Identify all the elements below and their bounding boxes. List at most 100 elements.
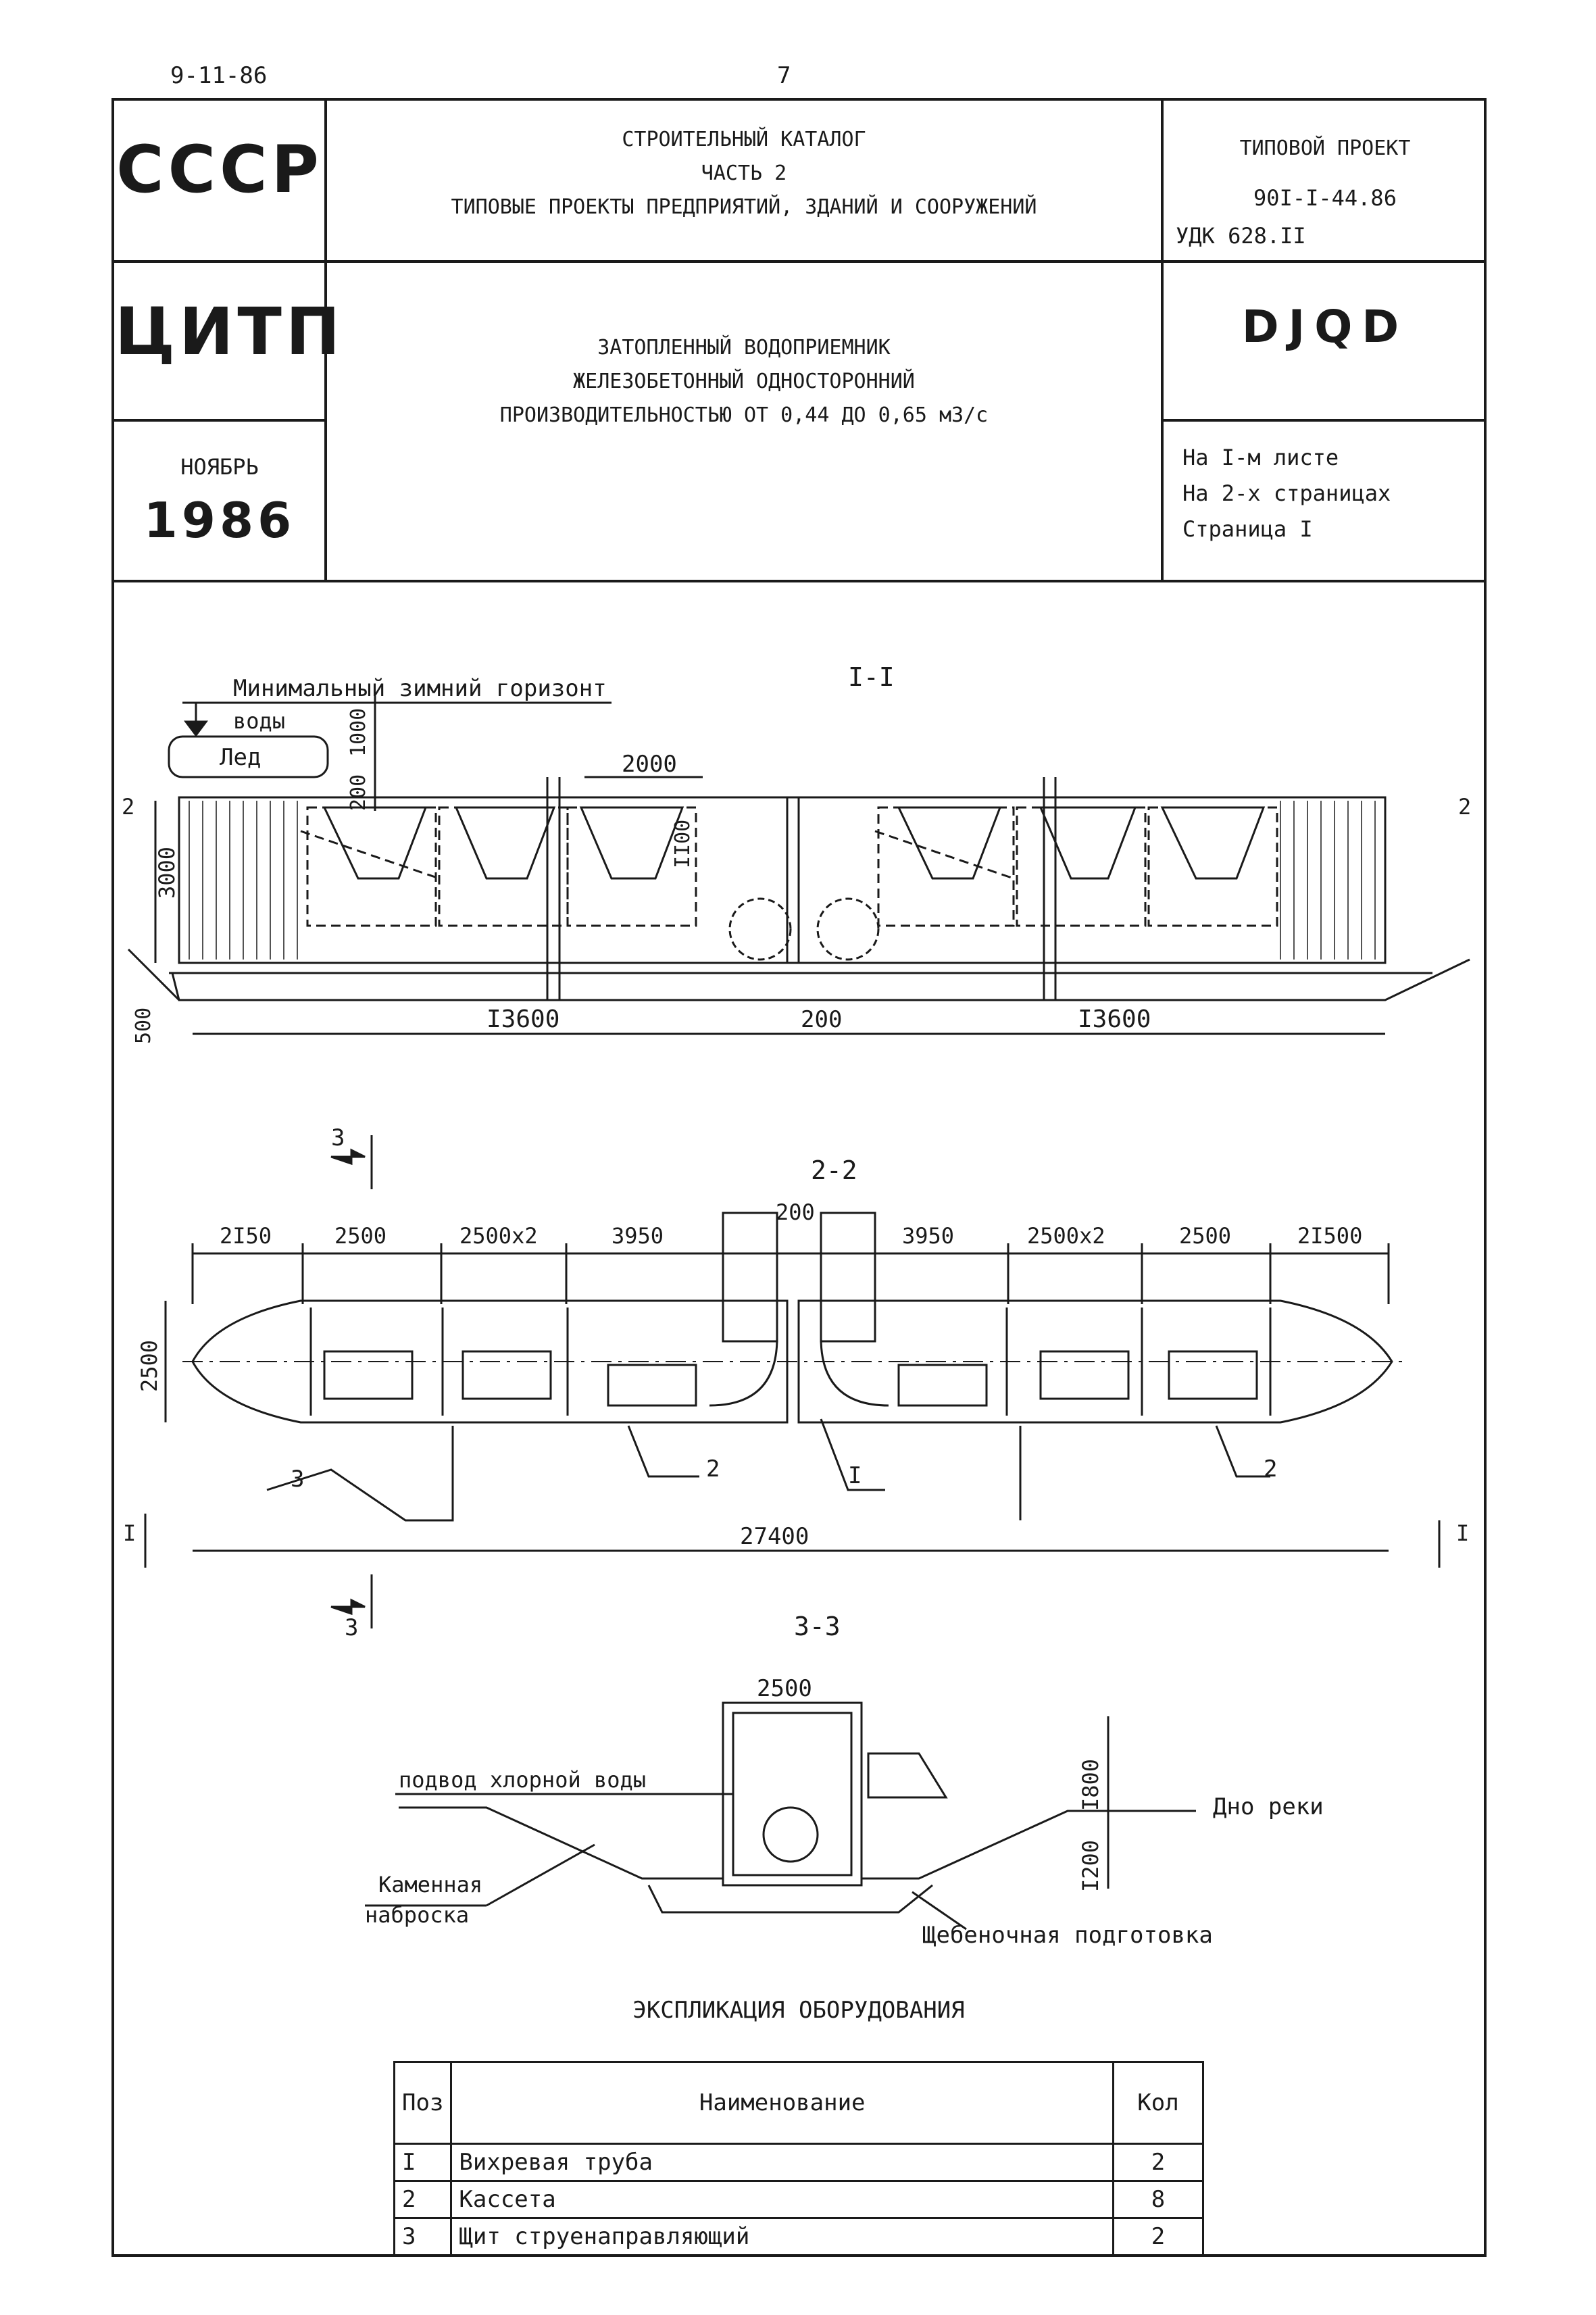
stone-label-1: Каменная (378, 1872, 482, 1897)
cut-I-marker-left: I (123, 1520, 136, 1546)
dim-1200: I200 (1078, 1840, 1103, 1892)
sheet-frame (111, 98, 1487, 2257)
header-hline-3 (111, 580, 1487, 582)
table-row: 3 Щит струенаправляющий 2 (393, 2217, 1204, 2256)
riser-right (820, 1212, 876, 1343)
header-hline-1 (111, 260, 1487, 263)
document-code: DJQD (1241, 301, 1409, 353)
section-3-3-title: 3-3 (794, 1612, 841, 1641)
horizon-arrow-head (184, 720, 208, 737)
ussr-label: СССР (116, 132, 323, 207)
end-hatch-right (1280, 801, 1376, 960)
row-3-pos: 3 (393, 2217, 453, 2256)
intake-body (178, 796, 1387, 964)
dim-2500-height: 2500 (136, 1340, 162, 1392)
sheet-info-2: На 2-х страницах (1182, 480, 1391, 506)
river-bed-right (862, 1810, 1196, 1880)
gravel-label: Щебеночная подготовка (922, 1922, 1213, 1949)
date-code: 9-11-86 (170, 62, 268, 89)
col-name: Наименование (450, 2061, 1114, 2145)
gravel-leader (912, 1891, 967, 1931)
vortex-pipe-section (762, 1806, 819, 1863)
dim-27400: 27400 (740, 1523, 809, 1550)
water-label: воды (233, 708, 285, 734)
riverbed-label: Дно реки (1213, 1793, 1324, 1820)
dim-21500: 2I500 (1297, 1223, 1362, 1249)
project-number: 90I-I-44.86 (1253, 185, 1397, 211)
citp-label: ЦИТП (115, 294, 345, 370)
dim-200-mid-2-2: 200 (776, 1199, 815, 1225)
section-1-1: I-I Минимальный зимний горизонт воды Лед… (122, 662, 1471, 1044)
dim-1100: II00 (671, 820, 695, 868)
dim-1000-vertical: 1000 (347, 708, 370, 757)
col-pos: Поз (393, 2061, 453, 2145)
chamber-section (722, 1701, 863, 1887)
header-hline-2 (111, 419, 325, 422)
catalog-line-2: ЧАСТЬ 2 (701, 161, 787, 185)
section-2-marker-right: 2 (1458, 794, 1471, 820)
ice-label: Лед (220, 744, 261, 771)
udc-label: УДК 628.II (1176, 223, 1306, 249)
cut-3-marker-top: 3 (331, 1124, 345, 1151)
explication-table: Поз Наименование Кол I Вихревая труба 2 … (393, 2061, 1204, 2256)
explication-title: ЭКСПЛИКАЦИЯ ОБОРУДОВАНИЯ (632, 1997, 965, 2024)
section-2-2: 2-2 3 2I50 2500 2500x2 3950 200 3950 250… (123, 1124, 1469, 1641)
table-row: I Вихревая труба 2 (393, 2143, 1204, 2182)
row-3-qty: 2 (1112, 2217, 1204, 2256)
row-1-qty: 2 (1112, 2143, 1204, 2182)
dim-200-vertical: 200 (347, 774, 370, 811)
catalog-line-3: ТИПОВЫЕ ПРОЕКТЫ ПРЕДПРИЯТИЙ, ЗДАНИЙ И СО… (451, 195, 1037, 219)
riser-left (722, 1212, 778, 1343)
chlorine-label: подвод хлорной воды (399, 1767, 646, 1793)
callout-2a: 2 (706, 1455, 720, 1483)
callout-I-leader (820, 1418, 885, 1491)
cut-3-arrow-top (330, 1148, 366, 1166)
chamber-inner (732, 1712, 853, 1876)
dim-2500-3-3: 2500 (757, 1675, 812, 1702)
vortex-pipe-right (820, 1337, 889, 1407)
catalog-line-1: СТРОИТЕЛЬНЫЙ КАТАЛОГ (622, 128, 866, 151)
guide-shield (867, 1752, 948, 1799)
plan-cassettes (323, 1350, 1258, 1407)
pipe-circle-right (816, 897, 880, 961)
dim-2500x2-a: 2500x2 (459, 1223, 538, 1249)
dim-2500-a: 2500 (334, 1223, 386, 1249)
page-number: 7 (777, 62, 791, 89)
cut-I-marker-right: I (1456, 1520, 1469, 1546)
callout-2b-leader (1215, 1425, 1270, 1478)
dim-3950-b: 3950 (902, 1223, 954, 1249)
title-line-2: ЖЕЛЕЗОБЕТОННЫЙ ОДНОСТОРОННИЙ (573, 370, 915, 393)
row-2-pos: 2 (393, 2180, 453, 2219)
dim-3000: 3000 (154, 847, 180, 899)
table-header-row: Поз Наименование Кол (393, 2061, 1204, 2145)
callout-2b: 2 (1264, 1455, 1277, 1483)
dim-ticks-2-2 (191, 1243, 1390, 1304)
section-2-2-title: 2-2 (811, 1155, 857, 1185)
callout-I: I (848, 1462, 862, 1489)
callout-3: 3 (291, 1466, 304, 1493)
header-vline-left (324, 98, 327, 581)
section-3-3: 3-3 2500 подвод хлорной воды Дно реки I8… (365, 1612, 1324, 1949)
plan-partitions (309, 1308, 1272, 1416)
pipe-circle-left (728, 897, 792, 961)
river-bed-left (399, 1806, 723, 1880)
row-1-pos: I (393, 2143, 453, 2182)
ground-left (127, 948, 180, 1001)
stone-label-2: наброска (365, 1902, 469, 1928)
dim-1800: I800 (1078, 1759, 1103, 1811)
dim-2500x2-b: 2500x2 (1027, 1223, 1105, 1249)
table-row: 2 Кассета 8 (393, 2180, 1204, 2219)
end-hatch-left (189, 801, 298, 960)
project-label: ТИПОВОЙ ПРОЕКТ (1239, 136, 1411, 160)
cassettes-left (300, 806, 697, 927)
dim-3950-a: 3950 (612, 1223, 664, 1249)
row-2-name: Кассета (450, 2180, 1114, 2219)
dim-2000: 2000 (622, 751, 677, 778)
cut-3-marker-bottom: 3 (345, 1614, 358, 1641)
row-2-qty: 8 (1112, 2180, 1204, 2219)
dim-200-mid: 200 (801, 1006, 842, 1033)
col-qty: Кол (1112, 2061, 1204, 2145)
dim-500: 500 (132, 1007, 155, 1044)
stone-leader-2 (486, 1843, 595, 1907)
